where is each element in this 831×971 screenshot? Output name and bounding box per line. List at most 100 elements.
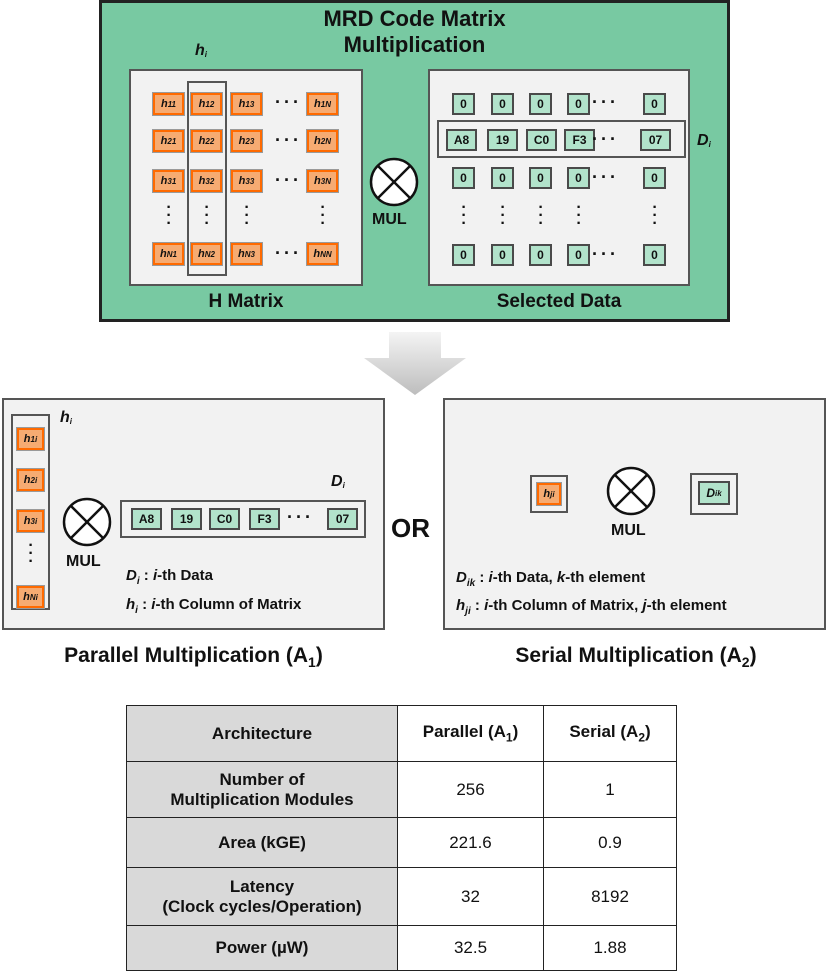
parallel-mul-symbol-icon [62,497,112,547]
data-cell: 0 [452,167,475,189]
ellipsis-vertical: ··· [652,199,658,232]
or-label: OR [391,513,430,543]
data-cell: 0 [452,93,475,115]
parallel-mul-label: MUL [66,553,101,570]
data-cell: 0 [529,93,552,115]
data-cell: 0 [491,167,514,189]
data-cell: 0 [567,93,590,115]
parallel-data-cell: A8 [131,508,162,530]
hi-column-highlight [187,81,227,276]
serial-note-column: hji : i-th Column of Matrix, j-th elemen… [456,597,727,617]
title-line-1: MRD Code Matrix [323,6,506,31]
ellipsis-vertical: ··· [166,199,172,232]
table-row: Latency(Clock cycles/Operation) 32 8192 [126,867,677,926]
row-label: Power (µW) [126,925,398,971]
ellipsis-horizontal: ··· [275,130,302,150]
parallel-value: 221.6 [397,817,544,868]
data-cell: 07 [640,129,671,151]
ellipsis-vertical: ··· [461,199,467,232]
serial-value: 8192 [543,867,677,926]
parallel-hi-label: hi [60,409,73,426]
header-parallel: Parallel (A1) [397,705,544,762]
mul-symbol-icon [369,157,419,207]
parallel-data-cell: F3 [249,508,280,530]
ellipsis-horizontal: ··· [287,507,314,527]
data-cell: 0 [643,93,666,115]
data-cell: 0 [529,167,552,189]
serial-mul-symbol-icon [606,466,656,516]
ellipsis-vertical: ··· [576,199,582,232]
table-header-row: Architecture Parallel (A1) Serial (A2) [126,705,677,762]
parallel-caption: Parallel Multiplication (A1) [64,644,323,671]
parallel-data-cell: C0 [209,508,240,530]
parallel-note-column: hi : i-th Column of Matrix [126,596,302,616]
title-line-2: Multiplication [343,32,486,57]
parallel-value: 32.5 [397,925,544,971]
ellipsis-horizontal: ··· [275,92,302,112]
data-cell: A8 [446,129,477,151]
serial-note-data: Dik : i-th Data, k-th element [456,569,646,589]
header-serial: Serial (A2) [543,705,677,762]
ellipsis-vertical: ··· [500,199,506,232]
data-cell: 0 [567,167,590,189]
row-label: Latency(Clock cycles/Operation) [126,867,398,926]
data-cell: 19 [487,129,518,151]
ellipsis-horizontal: ··· [592,244,619,264]
data-cell: 0 [491,244,514,266]
parallel-data-cell: 07 [327,508,358,530]
panel-title: MRD Code Matrix Multiplication [99,6,730,58]
serial-mul-label: MUL [611,522,646,539]
hi-label-top: hi [195,42,208,59]
di-label-top: Di [697,132,711,149]
data-cell: 0 [643,167,666,189]
ellipsis-vertical: ··· [204,199,210,232]
parallel-data-cell: 19 [171,508,202,530]
serial-h-cell-frame [530,475,568,513]
table-row: Power (µW) 32.5 1.88 [126,925,677,971]
parallel-value: 32 [397,867,544,926]
ellipsis-horizontal: ··· [592,167,619,187]
ellipsis-horizontal: ··· [592,129,619,149]
parallel-di-label: Di [331,473,345,490]
serial-value: 0.9 [543,817,677,868]
serial-caption: Serial Multiplication (A2) [515,644,757,671]
data-cell: 0 [529,244,552,266]
data-cell: 0 [567,244,590,266]
ellipsis-horizontal: ··· [592,92,619,112]
down-arrow-icon [364,332,466,395]
h-matrix-caption: H Matrix [208,291,284,312]
ellipsis-vertical: ··· [244,199,250,232]
parallel-hi-column [11,414,50,610]
di-row-highlight [437,120,686,158]
selected-data-caption: Selected Data [496,291,622,312]
row-label: Area (kGE) [126,817,398,868]
parallel-value: 256 [397,761,544,818]
serial-value: 1.88 [543,925,677,971]
ellipsis-vertical: ··· [538,199,544,232]
table-row: Area (kGE) 221.6 0.9 [126,817,677,868]
parallel-data-row [120,500,366,538]
data-cell: 0 [452,244,475,266]
ellipsis-horizontal: ··· [275,243,302,263]
ellipsis-horizontal: ··· [275,170,302,190]
